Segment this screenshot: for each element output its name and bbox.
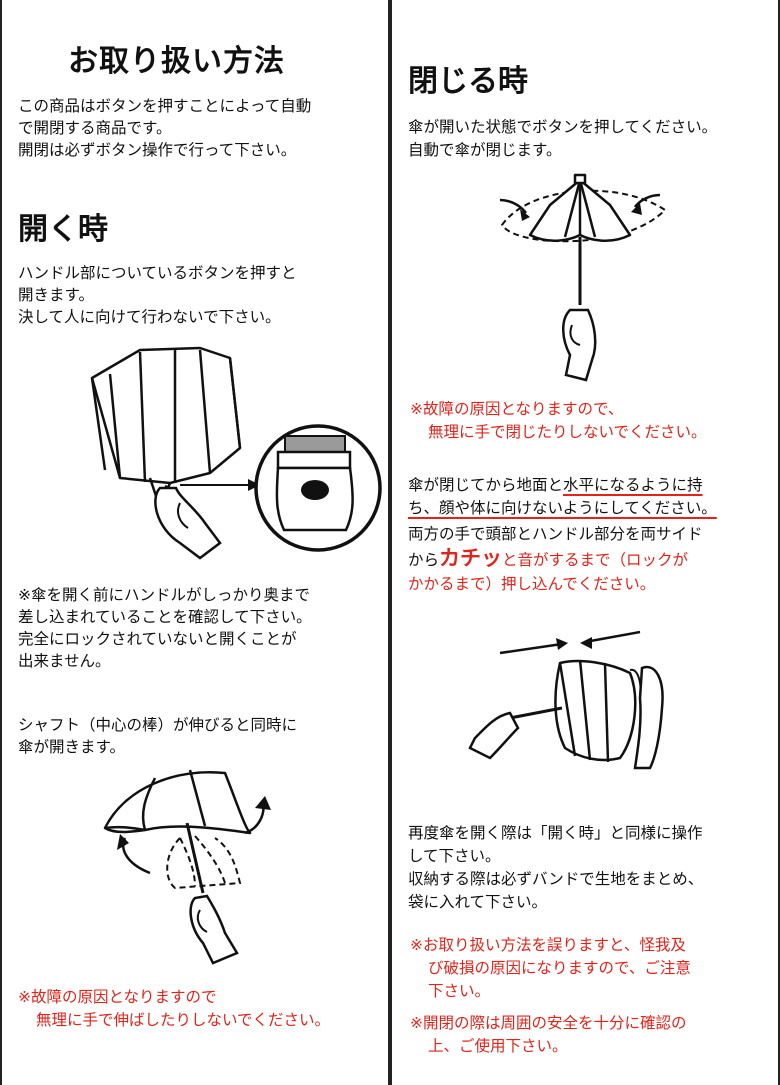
reopen-text-1: 再度傘を開く際は「開く時」と同様に操作 (408, 824, 703, 842)
right-warning2-2: び破損の原因になりますので、ご注意 (428, 959, 691, 977)
right-warning2-5: 上、ご使用下さい。 (428, 1037, 568, 1055)
lock-text-1: 傘が閉じてから地面と水平になるように持 (408, 474, 703, 496)
closed-umbrella-button-illustration (90, 346, 382, 560)
open-text-3: 決して人に向けて行わないで下さい。 (18, 308, 281, 326)
close-text-2: 自動で傘が閉じます。 (408, 141, 562, 159)
intro-line-1: この商品はボタンを押すことによって自動 (18, 97, 312, 115)
intro-line-3: 開閉は必ずボタン操作で行って下さい。 (18, 141, 297, 159)
notice-line-1: ※傘を開く前にハンドルがしっかり奥まで (18, 586, 310, 604)
lock-text-5: かかるまで）押し込んでください。 (408, 575, 656, 593)
page-title: お取り扱い方法 (68, 44, 285, 79)
shaft-text-1: シャフト（中心の棒）が伸びると同時に (18, 716, 298, 734)
shaft-text-2: 傘が開きます。 (18, 738, 125, 756)
close-heading: 閉じる時 (408, 64, 528, 99)
right-warning1-2: 無理に手で閉じたりしないでください。 (428, 423, 707, 441)
right-warning2-3: 下さい。 (428, 982, 491, 1000)
right-warning2-1: ※お取り扱い方法を誤りますと、怪我及 (410, 936, 686, 954)
lock-text-3: 両方の手で頭部とハンドル部分を両サイド (408, 525, 703, 543)
locking-umbrella-illustration (468, 630, 664, 770)
left-warning-2: 無理に手で伸ばしたりしないでください。 (36, 1011, 331, 1029)
lock-text-1a: 傘が閉じてから地面と (408, 476, 564, 494)
open-text-1: ハンドル部についているボタンを押すと (18, 264, 297, 282)
left-warning-1: ※故障の原因となりますので (18, 988, 217, 1006)
lock-text-4a: から (408, 551, 440, 569)
intro-line-2: で開閉する商品です。 (18, 119, 172, 137)
lock-text-2a: ち、顔や体に向けないようにしてください。 (408, 499, 717, 517)
lock-text-4c: と音がするまで（ロックが (502, 551, 689, 569)
lock-text-2: ち、顔や体に向けないようにしてください。 (408, 497, 717, 519)
closing-umbrella-illustration (499, 173, 667, 382)
lock-text-1b: 水平になるように持 (563, 476, 703, 494)
right-warning1-1: ※故障の原因となりますので、 (410, 400, 624, 418)
opening-umbrella-illustration (103, 769, 271, 965)
reopen-text-3: 収納する際は必ずバンドで生地をまとめ、 (408, 870, 704, 888)
lock-text-4: からカチッと音がするまで（ロックが (408, 547, 688, 571)
right-warning2-4: ※開閉の際は周囲の安全を十分に確認の (410, 1014, 687, 1032)
notice-line-3: 完全にロックされていないと開くことが (18, 630, 297, 648)
close-text-1: 傘が開いた状態でボタンを押してください。 (408, 118, 718, 136)
notice-line-2: 差し込まれていることを確認して下さい。 (18, 608, 312, 626)
notice-line-4: 出来ません。 (18, 652, 111, 670)
right-column (390, 0, 780, 1085)
open-heading: 開く時 (18, 212, 108, 247)
kachi-emphasis: カチッ (439, 546, 503, 570)
reopen-text-4: 袋に入れて下さい。 (408, 893, 548, 911)
reopen-text-2: して下さい。 (408, 847, 501, 865)
open-text-2: 開きます。 (18, 286, 94, 304)
left-column (0, 0, 390, 1085)
